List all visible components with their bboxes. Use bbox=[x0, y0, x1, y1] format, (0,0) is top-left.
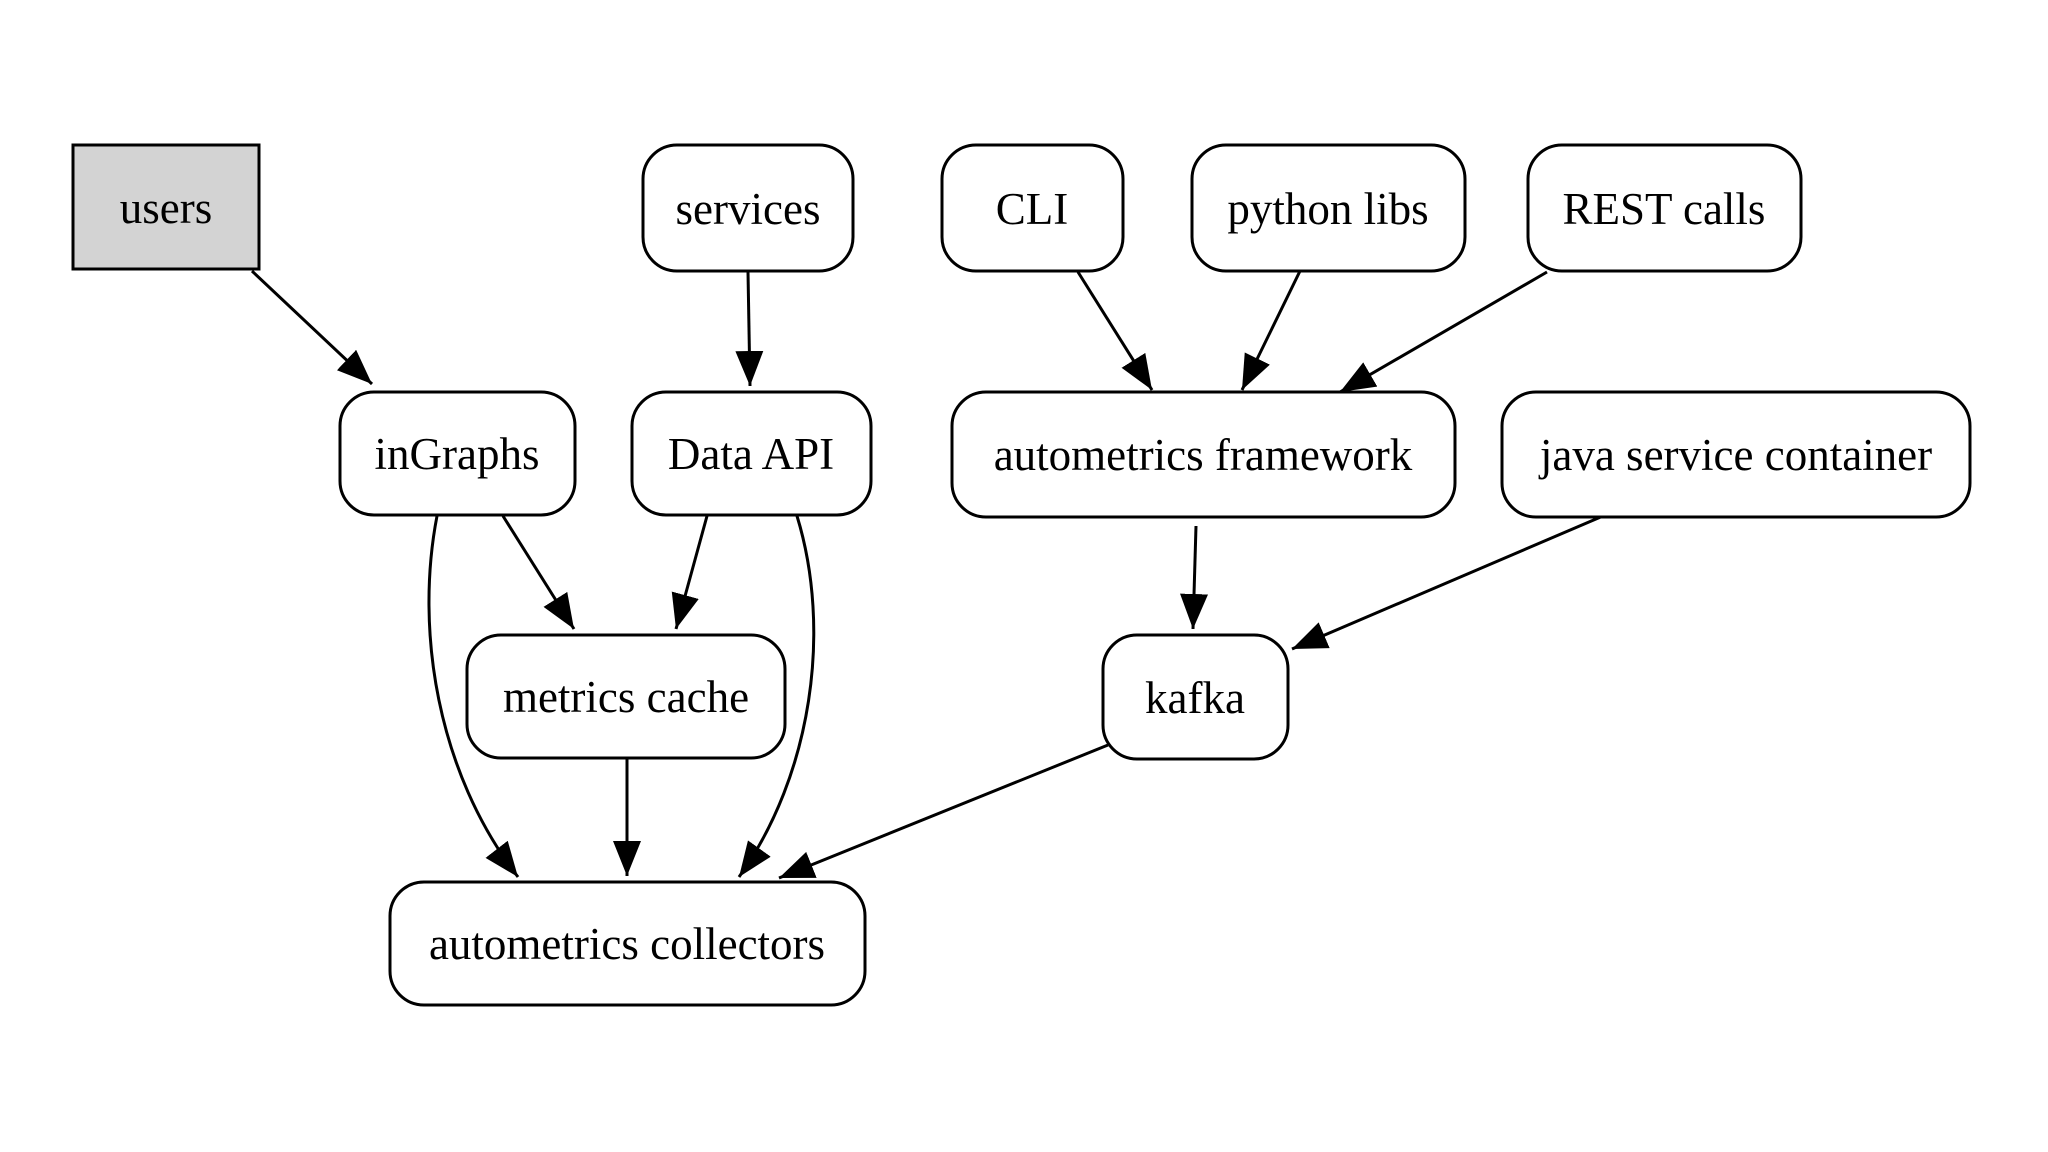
node-kafka-box bbox=[1101, 633, 1290, 761]
edge-cli-to-autometrics-framework bbox=[1076, 271, 1154, 391]
node-rest-calls: REST calls bbox=[1526, 143, 1803, 273]
node-services-box bbox=[641, 143, 855, 273]
node-data-api-box bbox=[630, 390, 873, 517]
node-kafka-label: kafka bbox=[1145, 673, 1245, 723]
node-ingraphs: inGraphs bbox=[338, 390, 577, 517]
edge-ingraphs-to-autometrics-collectors bbox=[427, 515, 520, 878]
node-data-api-label: Data API bbox=[668, 429, 834, 479]
node-java-service-container: java service container bbox=[1500, 390, 1972, 519]
node-users: users bbox=[71, 143, 261, 271]
node-java-service-container-box bbox=[1500, 390, 1972, 519]
node-autometrics-framework: autometrics framework bbox=[950, 390, 1457, 519]
node-ingraphs-box bbox=[338, 390, 577, 517]
node-metrics-cache-label: metrics cache bbox=[503, 672, 749, 722]
node-java-service-container-label: java service container bbox=[1538, 430, 1932, 480]
node-users-box bbox=[71, 143, 261, 271]
node-cli-label: CLI bbox=[996, 184, 1069, 234]
node-kafka: kafka bbox=[1101, 633, 1290, 761]
node-users-label: users bbox=[120, 183, 212, 233]
edge-ingraphs-to-metrics-cache bbox=[501, 515, 576, 630]
node-ingraphs-label: inGraphs bbox=[375, 429, 540, 479]
edge-rest-calls-to-autometrics-framework bbox=[1339, 270, 1548, 394]
node-autometrics-collectors-label: autometrics collectors bbox=[429, 919, 825, 969]
node-services-label: services bbox=[676, 184, 821, 234]
node-layer: users services CLI python libs REST call… bbox=[71, 143, 1972, 1007]
edge-java-service-container-to-kafka bbox=[1291, 514, 1604, 651]
node-rest-calls-label: REST calls bbox=[1563, 184, 1766, 234]
node-data-api: Data API bbox=[630, 390, 873, 517]
node-python-libs-box bbox=[1190, 143, 1467, 273]
edge-autometrics-framework-to-kafka bbox=[1180, 525, 1209, 630]
edge-users-to-ingraphs bbox=[250, 269, 374, 386]
node-metrics-cache-box bbox=[465, 633, 787, 760]
node-python-libs-label: python libs bbox=[1227, 184, 1428, 234]
edge-python-libs-to-autometrics-framework bbox=[1240, 270, 1302, 391]
node-autometrics-collectors: autometrics collectors bbox=[388, 880, 867, 1007]
node-autometrics-framework-label: autometrics framework bbox=[994, 430, 1413, 480]
node-python-libs: python libs bbox=[1190, 143, 1467, 273]
edge-layer bbox=[250, 269, 1604, 880]
node-cli: CLI bbox=[940, 143, 1125, 273]
node-metrics-cache: metrics cache bbox=[465, 633, 787, 760]
node-rest-calls-box bbox=[1526, 143, 1803, 273]
edge-services-to-data-api bbox=[735, 271, 764, 387]
edge-data-api-to-autometrics-collectors bbox=[737, 515, 816, 878]
edge-kafka-to-autometrics-collectors bbox=[778, 743, 1109, 880]
node-services: services bbox=[641, 143, 855, 273]
node-autometrics-framework-box bbox=[950, 390, 1457, 519]
node-autometrics-collectors-box bbox=[388, 880, 867, 1007]
node-cli-box bbox=[940, 143, 1125, 273]
edge-data-api-to-metrics-cache bbox=[671, 515, 709, 630]
